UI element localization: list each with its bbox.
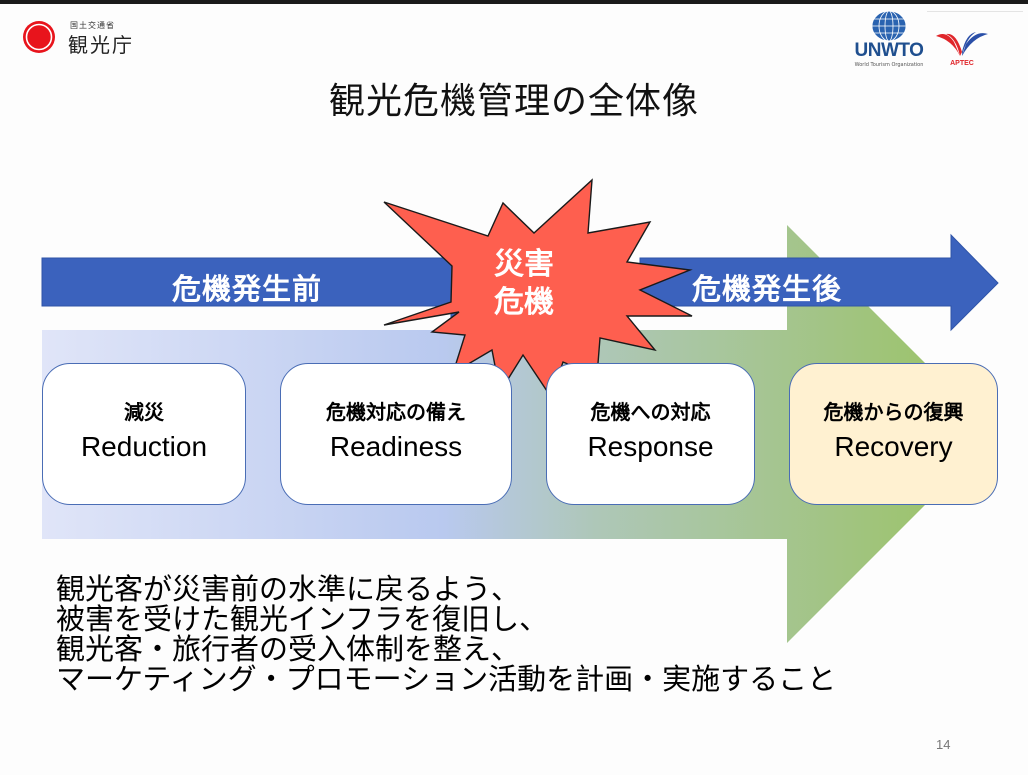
after-crisis-label: 危機発生後 <box>692 272 843 306</box>
phase-box-reduction: 減災 Reduction <box>42 363 246 505</box>
aptec-wings-icon <box>936 32 988 56</box>
phase-en-label: Response <box>587 430 714 462</box>
header-divider <box>927 11 1023 12</box>
slide-title: 観光危機管理の全体像 <box>328 81 699 122</box>
unwto-name: UNWTO <box>854 40 924 61</box>
phase-progress-arrow <box>42 225 996 643</box>
phase-box-response: 危機への対応 Response <box>546 363 755 505</box>
description-line: 被害を受けた観光インフラを復旧し、 <box>56 602 549 636</box>
phase-en-label: Readiness <box>329 430 463 462</box>
before-crisis-label: 危機発生前 <box>172 272 323 306</box>
globe-icon <box>871 10 907 42</box>
aptec-name: APTEC <box>950 60 974 67</box>
crisis-label-line2: 危機 <box>494 285 554 320</box>
jta-sun-icon <box>23 21 55 53</box>
agency-label: 観光庁 <box>68 33 134 57</box>
phase-jp-label: 危機対応の備え <box>326 399 466 424</box>
unwto-subtitle: World Tourism Organization <box>854 62 924 68</box>
phase-box-readiness: 危機対応の備え Readiness <box>280 363 512 505</box>
description-line: 観光客・旅行者の受入体制を整え、 <box>56 632 521 666</box>
phase-jp-label: 危機からの復興 <box>823 399 964 424</box>
crisis-label-line1: 災害 <box>494 247 554 282</box>
recovery-description: 観光客が災害前の水準に戻るよう、 被害を受けた観光インフラを復旧し、 観光客・旅… <box>56 574 836 694</box>
description-line: マーケティング・プロモーション活動を計画・実施すること <box>56 662 837 696</box>
ministry-label: 国土交通省 <box>70 21 115 30</box>
window-top-bar <box>0 0 1028 4</box>
phase-jp-label: 減災 <box>124 399 164 424</box>
description-line: 観光客が災害前の水準に戻るよう、 <box>56 572 521 606</box>
phase-en-label: Reduction <box>80 430 208 462</box>
unwto-logo: UNWTO World Tourism Organization <box>848 10 930 72</box>
page-number: 14 <box>936 737 951 752</box>
phase-box-recovery: 危機からの復興 Recovery <box>789 363 998 505</box>
after-crisis-arrow <box>639 233 999 332</box>
phase-jp-label: 危機への対応 <box>590 399 711 424</box>
japan-tourism-agency-logo: 国土交通省 観光庁 <box>20 18 140 57</box>
phase-en-label: Recovery <box>834 430 953 462</box>
aptec-logo: APTEC <box>932 28 992 72</box>
crisis-label: 災害 危機 <box>486 246 562 322</box>
crisis-starburst <box>383 178 693 399</box>
